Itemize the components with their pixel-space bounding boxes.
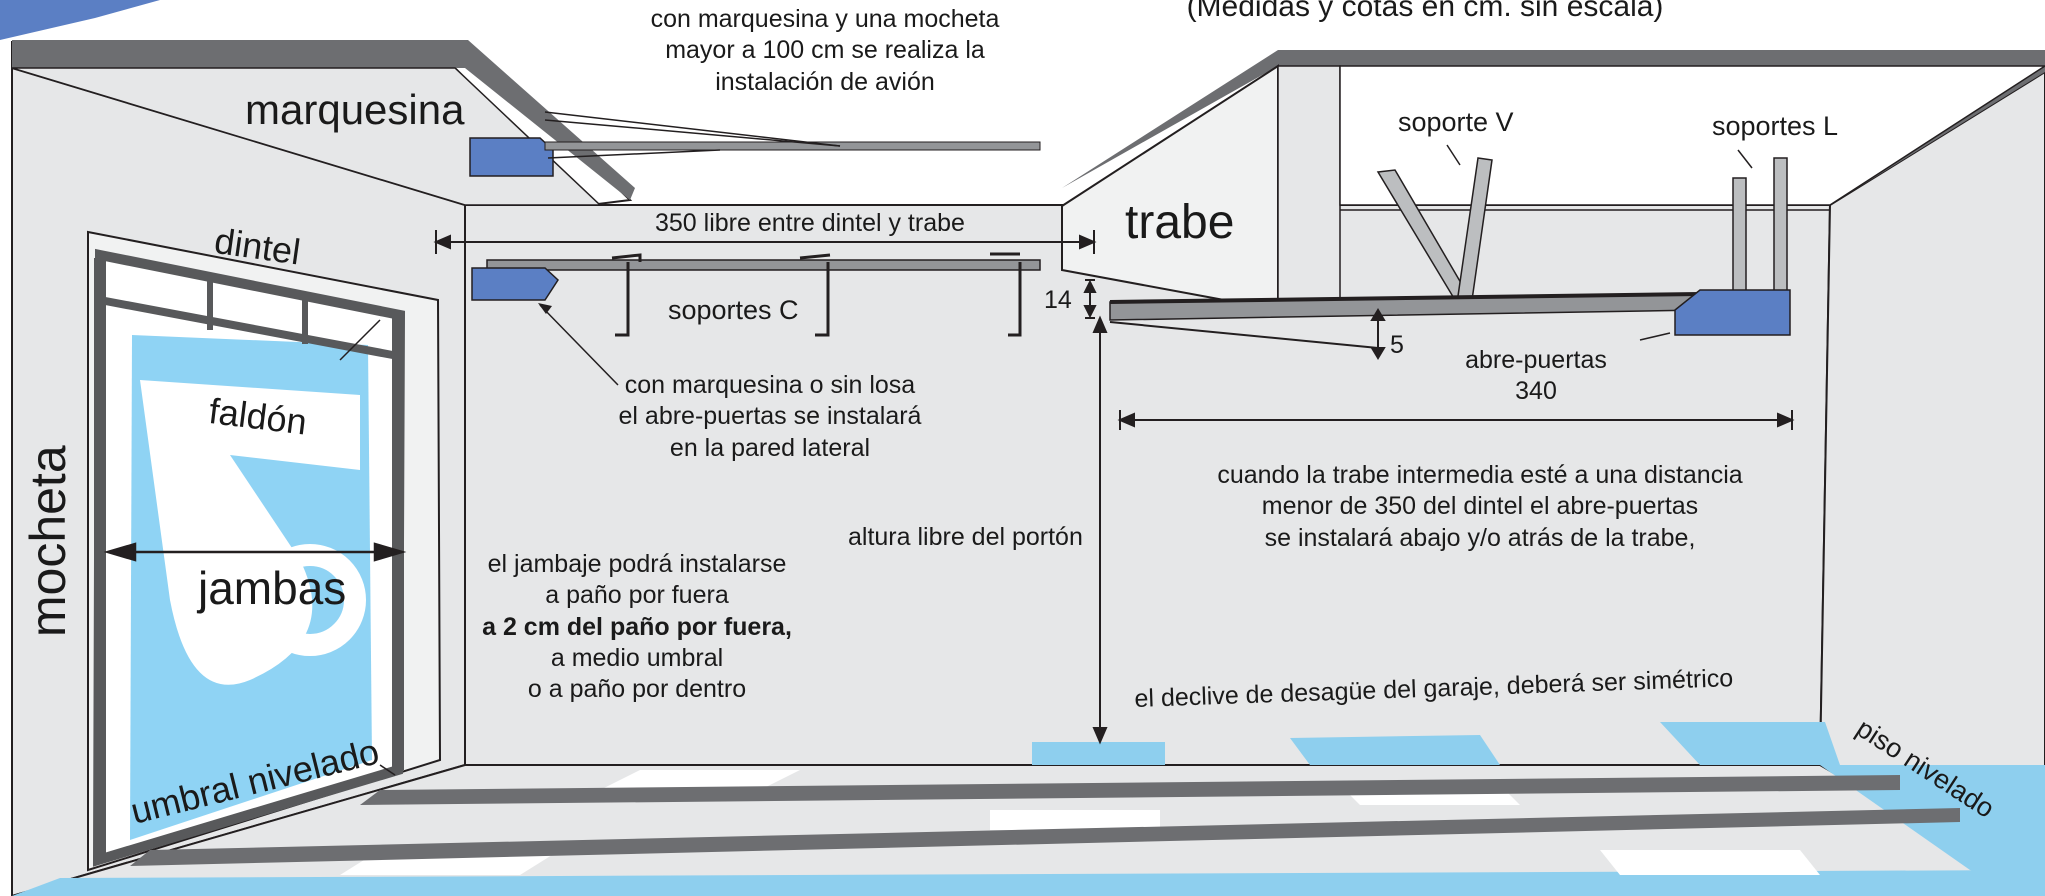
label-350-libre: 350 libre entre dintel y trabe [655,209,965,237]
trabe-front [1061,64,1279,312]
note-jambaje-4: a medio umbral [550,643,724,672]
pointer-soportes-l [1737,149,1753,169]
pointer-umbral [379,764,396,776]
note-lateral-1: con marquesina o sin losa [624,371,916,399]
soporte-l-1 [1732,177,1747,301]
pointer-faldon [339,319,381,361]
note-trabe-3: se instalará abajo y/o atrás de la trabe… [1264,523,1696,552]
marquesina-top [12,40,635,200]
note-jambaje-3: a 2 cm del paño por fuera, [482,612,792,641]
note-jambaje-2: a paño por fuera [545,581,729,610]
top-note-line-2: mayor a 100 cm se realiza la [665,36,985,65]
floor-tile-3 [990,810,1160,830]
pointer-abre-puertas [1639,332,1671,341]
soporte-l-2 [1773,157,1788,301]
note-lateral-3: en la pared lateral [669,433,871,462]
floor-tile-1 [600,770,800,790]
motor-right [1674,289,1791,336]
pointer-soporte-v [1446,144,1461,166]
label-dim-14: 14 [1044,286,1072,314]
label-mocheta: mocheta [19,445,76,638]
soporte-c-3 [990,252,1022,337]
note-jambaje-1: el jambaje podrá instalarse [487,550,787,578]
note-jambaje-5: o a paño por dentro [527,675,747,703]
dim-14 [1083,279,1097,319]
label-soporte-v: soporte V [1398,107,1514,137]
soporte-c-2 [799,253,831,337]
floor-blue-right [1820,765,2045,896]
pointer-lateral [539,304,619,386]
avion-rail [544,141,1041,151]
door-logo [140,380,360,685]
dim-altura [1092,315,1108,745]
label-jambas: jambas [198,562,347,614]
top-note: con marquesina y una mocheta mayor a 100… [620,4,1030,98]
label-marquesina: marquesina [245,86,465,133]
note-jambaje: el jambaje podrá instalarse a paño por f… [462,549,812,705]
top-note-line-3: instalación de avión [715,67,935,96]
floor-blue-bottom [12,870,2045,896]
floor-blue-3 [1660,722,1840,765]
floor-strip-2 [130,808,1960,866]
title-partial: (Medidas y cotas en cm. sin escala) [1186,0,1664,23]
top-note-line-1: con marquesina y una mocheta [650,5,1000,33]
label-dim-5: 5 [1390,331,1404,359]
motor-left [471,267,559,301]
note-trabe: cuando la trabe intermedia esté a una di… [1180,460,1780,554]
floor-blue-2 [1290,735,1500,765]
note-lateral: con marquesina o sin losa el abre-puerta… [590,370,950,464]
label-soportes-l: soportes L [1712,111,1839,141]
dim-340-text: 340 [1515,377,1557,406]
jambas-arrow [103,542,407,562]
abre-puertas-text: abre-puertas [1465,346,1607,374]
left-rail [486,259,1041,271]
note-trabe-1: cuando la trabe intermedia esté a una di… [1217,461,1743,489]
note-trabe-2: menor de 350 del dintel el abre-puertas [1261,492,1699,521]
label-abre-puertas: abre-puertas 340 [1436,345,1636,408]
label-trabe: trabe [1125,196,1235,249]
floor-blue-1 [1032,742,1165,765]
corner-tab [0,0,160,40]
note-lateral-2: el abre-puertas se instalará [618,402,922,431]
right-wall [1818,70,2045,896]
soporte-c-1 [611,253,642,337]
dim-5 [1109,308,1386,360]
label-soportes-c: soportes C [668,295,799,325]
label-altura: altura libre del portón [848,523,1083,551]
floor-strip-1 [360,775,1900,805]
dim-340 [1117,410,1795,430]
marquesina-soffit [11,67,602,206]
floor-tile-5 [1600,850,1820,875]
dim-350 [433,230,1097,254]
trabe-underside [1277,65,1341,311]
motor-marquesina [469,137,554,177]
ceiling-right [1339,65,2045,206]
